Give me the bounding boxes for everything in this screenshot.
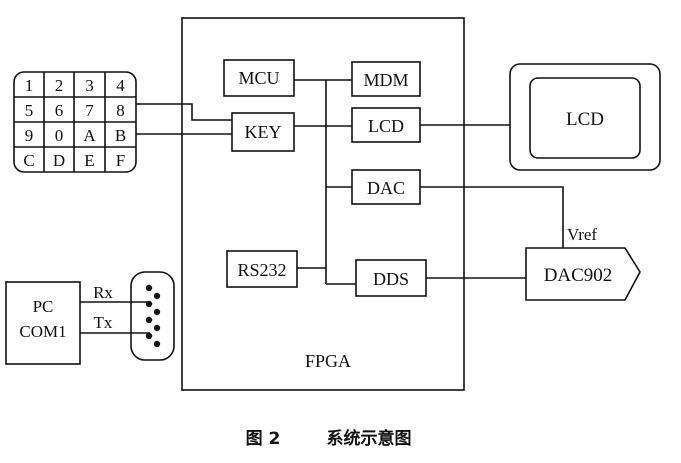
keypad-key: A (83, 126, 96, 145)
keypad-key: 9 (25, 126, 34, 145)
dac902-block (525, 247, 641, 301)
keypad-key: 5 (25, 101, 34, 120)
key-label: KEY (245, 122, 282, 142)
pc-label: PC (33, 297, 54, 316)
lcd-display-label: LCD (566, 109, 604, 130)
serial-connector (130, 271, 175, 361)
keypad-key: 1 (25, 76, 34, 95)
lcd-display-inner (529, 77, 641, 159)
keypad-key: F (116, 151, 125, 170)
rs232-block (226, 250, 298, 288)
rs232-label: RS232 (237, 260, 286, 280)
pc-com1-box (5, 281, 81, 365)
vref-label: Vref (567, 225, 597, 244)
keypad-key: 0 (55, 126, 64, 145)
lcd-display-outer (509, 63, 661, 171)
keypad-key: 3 (85, 76, 94, 95)
figure-title: 系统示意图 (327, 428, 412, 449)
lcd-ctrl-label: LCD (368, 116, 404, 136)
keypad-key: 4 (116, 76, 125, 95)
keypad-key: 6 (55, 101, 64, 120)
fpga-container (181, 17, 465, 391)
tx-label: Tx (94, 313, 113, 332)
fpga-label: FPGA (305, 351, 351, 371)
com1-label: COM1 (19, 322, 66, 341)
mcu-block (223, 59, 295, 97)
mdm-block (351, 61, 421, 97)
figure-number: 图 2 (246, 429, 281, 449)
keypad-key: 7 (85, 101, 94, 120)
dac-label: DAC (367, 178, 405, 198)
keypad-key: C (23, 151, 34, 170)
keypad-key: 2 (55, 76, 64, 95)
keypad-key: B (115, 126, 126, 145)
mcu-label: MCU (238, 68, 279, 88)
dac902-label: DAC902 (544, 265, 613, 286)
dds-label: DDS (373, 269, 409, 289)
keypad-key: 8 (116, 101, 125, 120)
mdm-label: MDM (363, 70, 408, 90)
key-block (231, 112, 295, 152)
keypad-key: D (53, 151, 65, 170)
rx-label: Rx (93, 283, 113, 302)
connector-pins (145, 284, 161, 348)
keypad-key: E (84, 151, 94, 170)
